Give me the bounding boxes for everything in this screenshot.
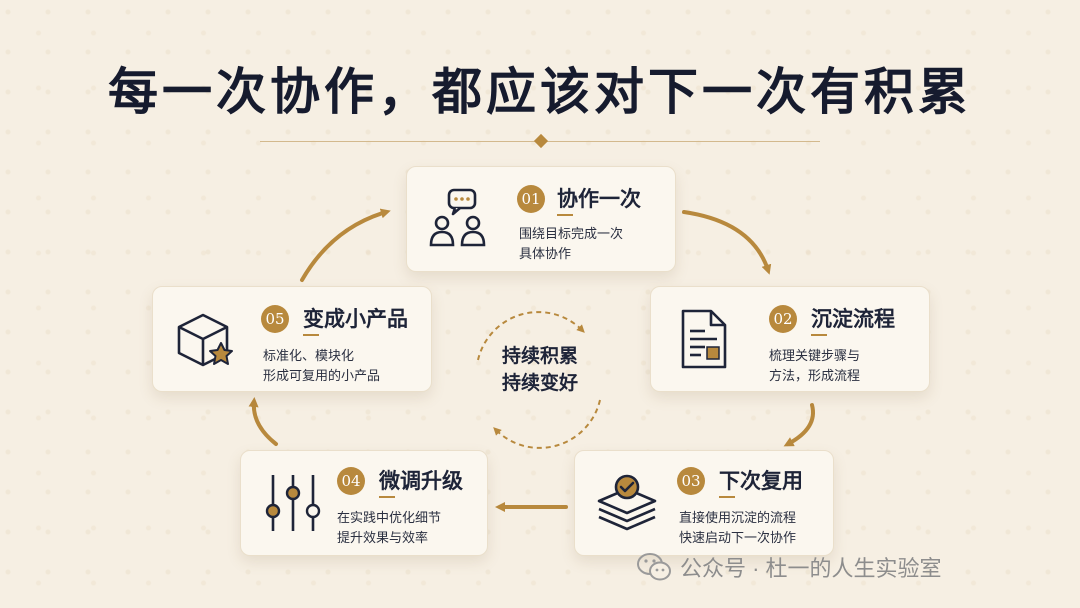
step-description: 围绕目标完成一次 具体协作 [519,224,623,264]
step-description: 梳理关键步骤与 方法，形成流程 [769,346,860,386]
step-description: 直接使用沉淀的流程 快速启动下一次协作 [679,508,796,548]
arrow-01-to-02 [682,210,772,275]
step-card-02: 02 沉淀流程 梳理关键步骤与 方法，形成流程 [650,286,930,392]
step-number: 01 [517,185,545,213]
arrow-05-to-01 [300,208,391,282]
step-underline [811,334,827,336]
step-number: 02 [769,305,797,333]
step-description-line: 方法，形成流程 [769,368,861,383]
step-description-line: 具体协作 [519,246,572,261]
step-title: 协作一次 [557,186,641,211]
arrow-04-to-05 [248,397,278,446]
step-underline [379,496,395,498]
step-description-line: 围绕目标完成一次 [519,226,624,241]
stack-check-icon [597,474,657,531]
step-description-line: 提升效果与效率 [337,530,429,545]
step-card-05: 05 变成小产品 标准化、模块化 形成可复用的小产品 [152,286,432,392]
step-description-line: 直接使用沉淀的流程 [679,510,797,525]
step-description: 在实践中优化细节 提升效果与效率 [337,508,441,548]
step-number: 03 [677,467,705,495]
center-line: 持续积累 [501,345,578,367]
step-number: 04 [337,467,365,495]
step-description: 标准化、模块化 形成可复用的小产品 [263,346,380,386]
cube-star-icon [177,313,233,367]
watermark-text: 公众号 · 杜一的人生实验室 [680,556,942,581]
inner-cycle-top [477,311,585,361]
center-line: 持续变好 [501,372,578,394]
step-card-01: 01 协作一次 围绕目标完成一次 具体协作 [406,166,676,272]
step-description-line: 快速启动下一次协作 [679,530,797,545]
step-description-line: 梳理关键步骤与 [769,348,861,363]
document-icon [681,309,727,369]
step-title: 微调升级 [379,468,463,493]
step-number: 05 [261,305,289,333]
step-underline [303,334,319,336]
wechat-icon [637,553,671,581]
step-title: 沉淀流程 [811,306,895,331]
step-underline [557,214,573,216]
step-description-line: 在实践中优化细节 [337,510,442,525]
step-description-line: 标准化、模块化 [263,348,355,363]
page-title: 每一次协作，都应该对下一次有积累 [108,62,972,121]
step-title: 变成小产品 [303,306,408,331]
step-card-04: 04 微调升级 在实践中优化细节 提升效果与效率 [240,450,488,556]
step-title: 下次复用 [719,468,803,493]
step-description-line: 形成可复用的小产品 [263,368,381,383]
inner-cycle-bottom [493,399,601,449]
sliders-icon [265,475,321,531]
step-card-03: 03 下次复用 直接使用沉淀的流程 快速启动下一次协作 [574,450,834,556]
arrow-02-to-03 [783,403,815,447]
center-cycle-label: 持续积累 持续变好 [488,343,592,397]
step-underline [719,496,735,498]
chat-users-icon [429,188,486,247]
watermark: 公众号 · 杜一的人生实验室 [636,550,942,584]
